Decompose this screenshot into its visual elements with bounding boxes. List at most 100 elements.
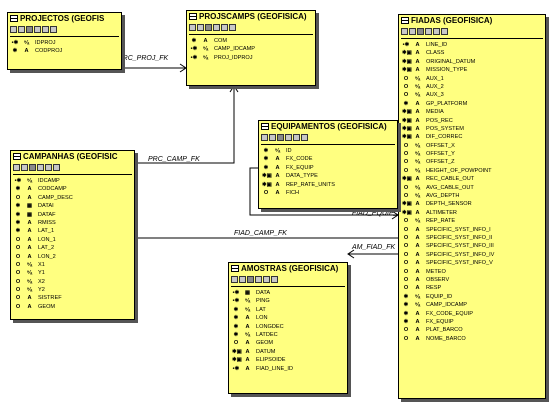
sort-icon[interactable] bbox=[293, 134, 300, 141]
props-icon[interactable] bbox=[53, 164, 60, 171]
table-view-icon[interactable] bbox=[10, 26, 17, 33]
table-view-icon[interactable] bbox=[189, 24, 196, 31]
props-icon[interactable] bbox=[271, 276, 278, 283]
list-view-icon[interactable] bbox=[409, 28, 416, 35]
key-icon[interactable] bbox=[34, 26, 41, 33]
props-icon[interactable] bbox=[301, 134, 308, 141]
sort-icon[interactable] bbox=[263, 276, 270, 283]
props-icon[interactable] bbox=[229, 24, 236, 31]
field-row[interactable]: •✱▦DATA bbox=[229, 289, 347, 297]
diamond-icon[interactable] bbox=[205, 24, 212, 31]
sort-icon[interactable] bbox=[42, 26, 49, 33]
table-view-icon[interactable] bbox=[13, 164, 20, 171]
list-view-icon[interactable] bbox=[269, 134, 276, 141]
field-row[interactable]: ✱▦DATAF bbox=[11, 211, 134, 219]
sort-icon[interactable] bbox=[45, 164, 52, 171]
sort-icon[interactable] bbox=[221, 24, 228, 31]
key-icon[interactable] bbox=[255, 276, 262, 283]
sort-icon[interactable] bbox=[433, 28, 440, 35]
list-view-icon[interactable] bbox=[197, 24, 204, 31]
table-view-icon[interactable] bbox=[231, 276, 238, 283]
diamond-icon[interactable] bbox=[29, 164, 36, 171]
diamond-icon[interactable] bbox=[26, 26, 33, 33]
props-icon[interactable] bbox=[50, 26, 57, 33]
diamond-icon[interactable] bbox=[417, 28, 424, 35]
key-icon[interactable] bbox=[37, 164, 44, 171]
list-view-icon[interactable] bbox=[21, 164, 28, 171]
diamond-icon[interactable] bbox=[247, 276, 254, 283]
table-view-icon[interactable] bbox=[261, 134, 268, 141]
